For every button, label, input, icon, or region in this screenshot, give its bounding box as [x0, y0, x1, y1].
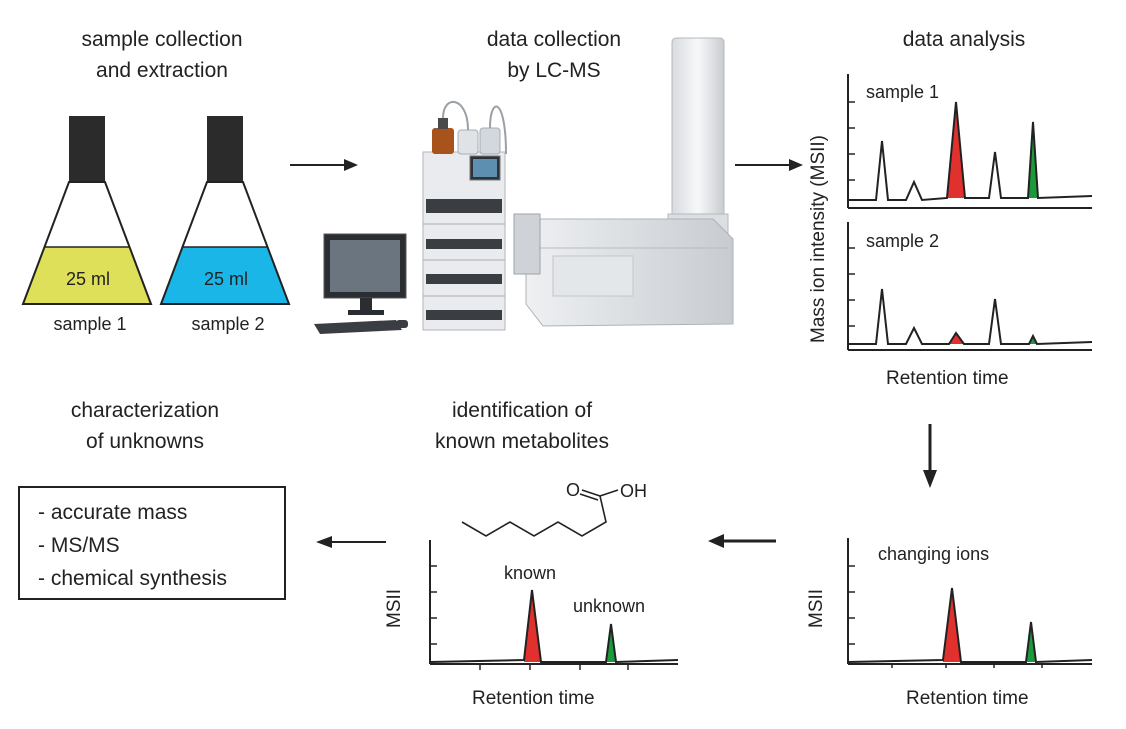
flask-2-volume: 25 ml: [203, 269, 248, 289]
arrow-left-2: [316, 536, 386, 548]
flask-2-stopper: [207, 116, 243, 182]
flask-sample-1: [21, 116, 153, 305]
sample1-plot-label: sample 1: [866, 82, 940, 102]
flask-sample-2: [159, 116, 291, 305]
identification-title: identification of known metabolites: [412, 395, 632, 457]
sample1-peak-green: [1028, 122, 1038, 198]
sample2-trace: [848, 288, 1093, 346]
characterization-methods-box: - accurate mass - MS/MS - chemical synth…: [18, 486, 286, 600]
collection-title: sample collection and extraction: [62, 24, 262, 86]
hydroxyl-group: OH: [620, 481, 647, 501]
changing-trace: [847, 587, 1093, 664]
flask-1-label: sample 1: [53, 314, 127, 334]
flask-1-volume: 25 ml: [65, 269, 110, 289]
chromatogram-sample-1: [847, 74, 1093, 209]
arrow-right-2: [735, 159, 803, 171]
octanoic-acid-structure: O OH: [461, 480, 647, 537]
keyboard: [314, 320, 402, 334]
method-accurate-mass: - accurate mass: [38, 501, 188, 524]
known-peak-red: [524, 590, 541, 662]
flask-2-liquid: [161, 247, 289, 304]
sample2-peak-red: [949, 333, 964, 344]
collection-title-line2: and extraction: [96, 59, 228, 82]
unknown-label: unknown: [573, 596, 646, 616]
flask-1-liquid: [23, 247, 151, 304]
analysis-xlabel: Retention time: [886, 368, 1009, 389]
flask-2-body: [159, 181, 291, 305]
characterization-title: characterization of unknowns: [40, 395, 250, 457]
analysis-ylabel: Mass ion intensity (MSII): [808, 135, 829, 343]
arrow-left-1: [708, 534, 776, 548]
characterization-title-line1: characterization: [70, 399, 220, 422]
flask-1-stopper: [69, 116, 105, 182]
carbon-chain: [461, 495, 607, 537]
arrow-right-1: [290, 159, 358, 171]
lcms-title-line1: data collection: [486, 28, 622, 51]
known-xlabel: Retention time: [472, 688, 595, 709]
changing-xlabel: Retention time: [906, 688, 1029, 709]
changing-peak-green: [1026, 622, 1036, 662]
characterization-title-line2: of unknowns: [86, 430, 204, 453]
changing-peak-red: [943, 588, 961, 662]
lcms-title: data collection by LC-MS: [454, 24, 654, 86]
solvent-bottle: [432, 128, 454, 154]
method-ms-ms: - MS/MS: [38, 534, 120, 557]
sample1-trace: [848, 101, 1093, 202]
analysis-title: data analysis: [902, 28, 1026, 51]
lcms-title-line2: by LC-MS: [507, 59, 601, 82]
chromatogram-known-unknown: [429, 540, 679, 670]
collection-title-line1: sample collection: [81, 28, 243, 51]
known-trace: [429, 589, 679, 664]
sample2-plot-label: sample 2: [866, 231, 940, 251]
flask-1-body: [21, 181, 153, 305]
arrow-down: [923, 424, 937, 488]
unknown-peak-green: [606, 624, 616, 662]
sample1-peak-red: [947, 102, 965, 198]
identification-title-line1: identification of: [451, 399, 593, 422]
known-label: known: [504, 563, 557, 583]
carbonyl-oxygen: O: [566, 480, 580, 500]
ms-tower: [671, 37, 725, 225]
method-chemical-synthesis: - chemical synthesis: [38, 567, 228, 590]
lcms-instrument: [314, 37, 734, 334]
changing-ylabel: MSII: [806, 588, 827, 628]
chromatogram-sample-2: [847, 222, 1093, 351]
chromatogram-changing-ions: [847, 538, 1093, 668]
flask-2-label: sample 2: [191, 314, 265, 334]
known-ylabel: MSII: [384, 588, 405, 628]
identification-title-line2: known metabolites: [435, 430, 609, 453]
changing-title: changing ions: [878, 544, 990, 564]
